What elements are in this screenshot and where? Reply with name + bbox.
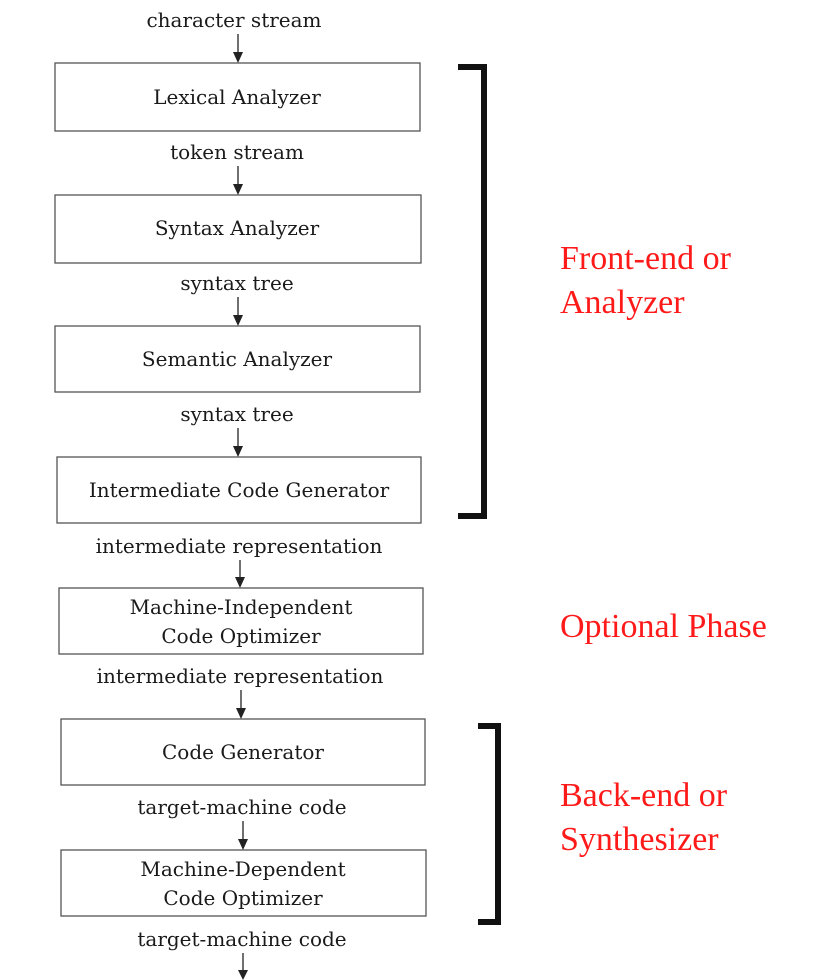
label-target-machine-code-1: target-machine code	[137, 795, 346, 819]
lexical-analyzer-box	[54, 62, 421, 132]
syntax-analyzer-box	[54, 194, 422, 264]
optional-phase-label: Optional Phase	[560, 608, 767, 645]
arrow-head-into-md-optimizer	[238, 839, 248, 850]
md-code-optimizer-label-line2: Code Optimizer	[163, 886, 323, 910]
semantic-analyzer-box	[54, 325, 421, 393]
label-intermediate-representation-1: intermediate representation	[96, 534, 383, 558]
code-generator-box	[60, 718, 426, 786]
label-character-stream: character stream	[146, 8, 321, 32]
syntax-analyzer-label: Syntax Analyzer	[155, 216, 320, 240]
lexical-analyzer-label: Lexical Analyzer	[153, 85, 321, 109]
md-code-optimizer-label-line1: Machine-Dependent	[140, 857, 345, 881]
arrow-head-into-intermediate	[233, 446, 243, 457]
intermediate-code-generator-label: Intermediate Code Generator	[89, 478, 390, 502]
arrow-head-output	[238, 970, 248, 980]
intermediate-code-generator-box	[56, 456, 422, 524]
arrow-head-into-code-generator	[236, 708, 246, 719]
arrow-head-into-mi-optimizer	[235, 577, 245, 588]
label-intermediate-representation-2: intermediate representation	[97, 664, 384, 688]
code-generator-label: Code Generator	[162, 740, 324, 764]
label-syntax-tree-1: syntax tree	[180, 271, 293, 295]
mi-code-optimizer-label-line2: Code Optimizer	[161, 624, 321, 648]
front-end-bracket	[458, 64, 487, 519]
label-syntax-tree-2: syntax tree	[180, 402, 293, 426]
mi-code-optimizer-label-line1: Machine-Independent	[130, 595, 353, 619]
mi-code-optimizer-box	[58, 587, 424, 655]
back-end-label-line2: Synthesizer	[560, 821, 719, 858]
semantic-analyzer-label: Semantic Analyzer	[142, 347, 333, 371]
back-end-bracket	[478, 723, 501, 925]
arrow-head-into-lexical	[233, 52, 243, 63]
front-end-label-line2: Analyzer	[560, 284, 685, 321]
back-end-label-line1: Back-end or	[560, 777, 728, 814]
arrow-head-into-semantic	[233, 315, 243, 326]
md-code-optimizer-box	[60, 849, 427, 917]
label-token-stream: token stream	[170, 140, 304, 164]
arrow-head-into-syntax	[233, 184, 243, 195]
label-target-machine-code-2: target-machine code	[137, 927, 346, 951]
front-end-label-line1: Front-end or	[560, 240, 732, 277]
